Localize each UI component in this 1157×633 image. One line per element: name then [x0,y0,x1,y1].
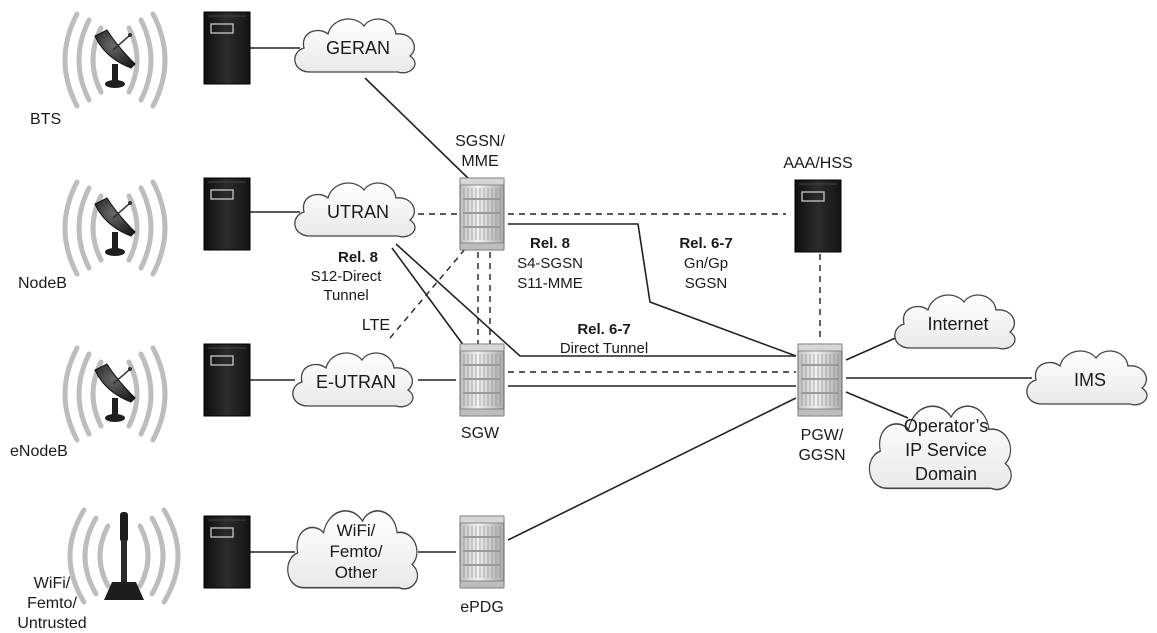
s12-rel-label: Rel. 8 [338,249,378,266]
operator-line-3: Domain [915,464,977,484]
sgsn-label-line-2: MME [461,153,498,170]
internet-label: Internet [927,314,988,334]
nodeb-antenna-icon [65,182,165,274]
s4s11-rel-label: Rel. 8 [530,235,570,252]
bts-antenna-icon [65,14,165,106]
sgsn-label-line-1: SGSN/ [455,133,505,150]
pgw-ggsn-chassis-icon [797,343,843,417]
gngp-line-1: Gn/Gp [684,255,728,272]
utran-label: UTRAN [327,202,389,222]
eutran-cloud: E-UTRAN [292,352,414,408]
enodeb-antenna-icon [65,348,165,440]
wifi-cloud-line-3: Other [335,563,378,582]
sgsn-mme-chassis-icon [459,177,505,251]
wifi-label-line-1: WiFi/ [34,575,71,592]
geran-cloud: GERAN [294,18,416,74]
wifi-label-line-2: Femto/ [27,595,77,612]
enodeb-server-icon [203,343,251,417]
pgw-label-line-2: GGSN [798,447,845,464]
internet-cloud: Internet [894,294,1016,350]
gngp-line-2: SGSN [685,275,728,292]
s12-line-2: Tunnel [323,287,368,304]
wifi-cloud-line-2: Femto/ [330,542,383,561]
direct-line-1: Direct Tunnel [560,340,648,357]
s4s11-line-2: S11-MME [517,275,583,292]
epdg-chassis-icon [459,515,505,589]
connection-lines [250,47,1032,553]
operator-line-2: IP Service [905,440,987,460]
bts-label: BTS [30,111,61,128]
bts-server-icon [203,11,251,85]
nodeb-label: NodeB [18,275,67,292]
aaa-hss-server-icon [794,179,842,253]
aaa-hss-label: AAA/HSS [783,155,852,172]
ims-cloud: IMS [1026,350,1148,406]
wifi-antenna-icon [67,507,181,605]
pgw-label-line-1: PGW/ [801,427,844,444]
gngp-rel-label: Rel. 6-7 [679,235,732,252]
wifi-server-icon [203,515,251,589]
direct-rel-label: Rel. 6-7 [577,321,630,338]
wifi-label-line-3: Untrusted [17,615,86,632]
sgw-chassis-icon [459,343,505,417]
nodeb-server-icon [203,177,251,251]
epdg-label: ePDG [460,599,504,616]
wifi-cloud-line-1: WiFi/ [337,521,376,540]
s4s11-line-1: S4-SGSN [517,255,583,272]
sgw-label: SGW [461,425,500,442]
operator-line-1: Operator’s [904,416,988,436]
s12-line-1: S12-Direct [311,268,383,285]
utran-cloud: UTRAN [294,182,416,238]
enodeb-label: eNodeB [10,443,68,460]
lte-label: LTE [362,317,390,334]
ims-label: IMS [1074,370,1106,390]
eutran-label: E-UTRAN [316,372,396,392]
geran-label: GERAN [326,38,390,58]
